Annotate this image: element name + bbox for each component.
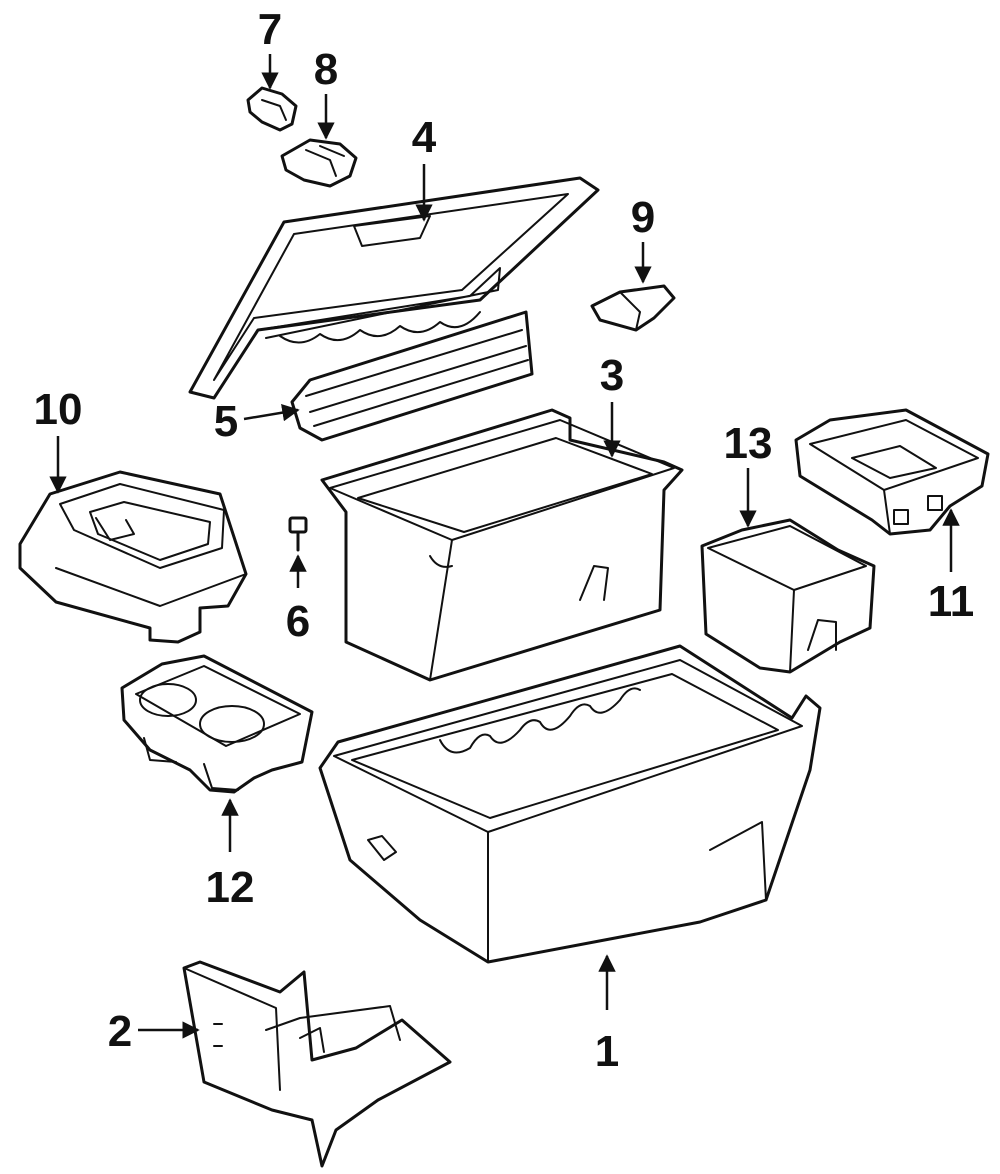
callout-3: 3 [600,351,624,400]
callout-2: 2 [108,1007,132,1056]
part-7-clip [246,86,298,132]
part-1-console-base [318,644,822,964]
callout-1: 1 [595,1027,619,1076]
part-4-lid-frame [188,176,600,400]
part-2-bracket [182,960,452,1168]
leader-lines [49,54,960,1039]
callout-8: 8 [314,45,338,94]
callout-5: 5 [214,397,238,446]
part-9-block [590,284,676,332]
part-11-tray [794,408,990,536]
callout-labels: 1 2 3 4 5 6 7 8 9 10 11 12 13 [34,5,975,1076]
callout-11: 11 [928,577,975,626]
leader-5 [243,403,300,422]
callout-12: 12 [206,863,255,912]
callout-4: 4 [412,113,437,162]
part-12-cup-holder [120,654,314,794]
callout-10: 10 [34,385,83,434]
part-3-storage-bin [320,408,684,682]
part-8-latch [280,138,358,188]
callout-9: 9 [631,193,655,242]
callout-7: 7 [258,5,282,54]
part-10-armrest-pad [18,470,248,644]
part-13-insert-tray [700,518,876,674]
part-6-fastener [288,516,308,552]
callout-6: 6 [286,597,310,646]
callout-13: 13 [724,419,773,468]
part-5-hinge [290,310,534,442]
